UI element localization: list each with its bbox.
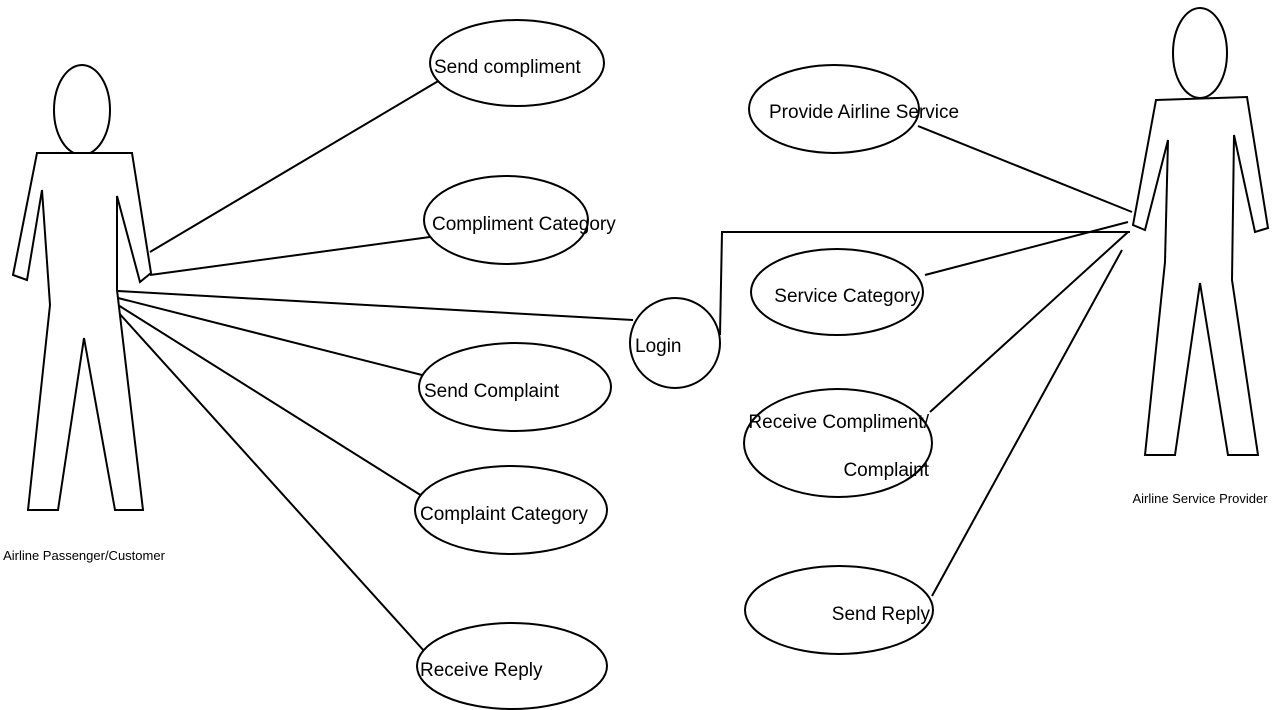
actor-customer-label: Airline Passenger/Customer (3, 548, 166, 563)
use-case-receive-reply-ellipse (416, 622, 608, 710)
use-case-receive-compliment-complaint-ellipse (743, 388, 933, 498)
use-case-send-reply: Send Reply (744, 565, 934, 655)
use-case-service-category-label: Service Category (774, 286, 920, 307)
use-case-service-category: Service Category (750, 248, 924, 336)
actor-provider-body (1131, 95, 1270, 456)
use-case-send-reply-label: Send Reply (832, 604, 931, 625)
assoc-customer-send-compliment (149, 79, 441, 253)
actor-customer-body (11, 152, 153, 511)
assoc-provider-receive-compliment (929, 231, 1129, 413)
use-case-receive-compliment-complaint: Receive Compliment/ Complaint (743, 388, 933, 498)
use-case-send-complaint-label: Send Complaint (424, 381, 560, 402)
assoc-customer-receive-reply (117, 311, 426, 653)
use-case-send-complaint-ellipse (418, 342, 612, 432)
use-case-service-category-ellipse (750, 248, 924, 336)
use-case-provide-airline-service-label: Provide Airline Service (769, 102, 959, 123)
assoc-provider-service-category (924, 221, 1129, 276)
assoc-customer-compliment-category (149, 236, 431, 276)
use-case-send-compliment: Send compliment (429, 19, 605, 107)
use-case-send-compliment-label: Send compliment (434, 57, 582, 78)
use-case-send-compliment-ellipse (429, 19, 605, 107)
use-case-complaint-category-ellipse (414, 465, 608, 555)
use-case-receive-compliment-complaint-label-line1: Receive Compliment/ (748, 412, 929, 433)
assoc-login-provider (719, 231, 1130, 336)
actor-provider: Airline Service Provider (1131, 7, 1270, 506)
actor-provider-label: Airline Service Provider (1132, 491, 1268, 506)
use-case-login: Login (629, 297, 721, 389)
use-case-compliment-category: Compliment Category (423, 175, 616, 265)
actor-provider-head (1172, 7, 1228, 99)
use-case-receive-reply-label: Receive Reply (420, 660, 543, 681)
use-case-compliment-category-label: Compliment Category (432, 214, 616, 235)
use-case-login-ellipse (629, 297, 721, 389)
use-case-complaint-category-label: Complaint Category (420, 504, 588, 525)
actor-customer: Airline Passenger/Customer (3, 64, 166, 563)
use-case-receive-compliment-complaint-label-line2: Complaint (843, 460, 929, 481)
assoc-provider-provide-service (917, 125, 1133, 213)
use-case-compliment-category-ellipse (423, 175, 589, 265)
use-case-login-label: Login (635, 336, 682, 357)
assoc-customer-send-complaint (117, 297, 423, 376)
actor-customer-head (53, 64, 111, 156)
use-case-send-reply-ellipse (744, 565, 934, 655)
use-case-provide-airline-service: Provide Airline Service (748, 64, 959, 154)
assoc-customer-login (117, 290, 634, 321)
assoc-customer-complaint-category (117, 304, 423, 497)
use-case-receive-reply: Receive Reply (416, 622, 608, 710)
use-case-send-complaint: Send Complaint (418, 342, 612, 432)
associations (117, 79, 1133, 653)
use-case-complaint-category: Complaint Category (414, 465, 608, 555)
assoc-provider-send-reply (931, 249, 1123, 597)
use-case-provide-airline-service-ellipse (748, 64, 920, 154)
